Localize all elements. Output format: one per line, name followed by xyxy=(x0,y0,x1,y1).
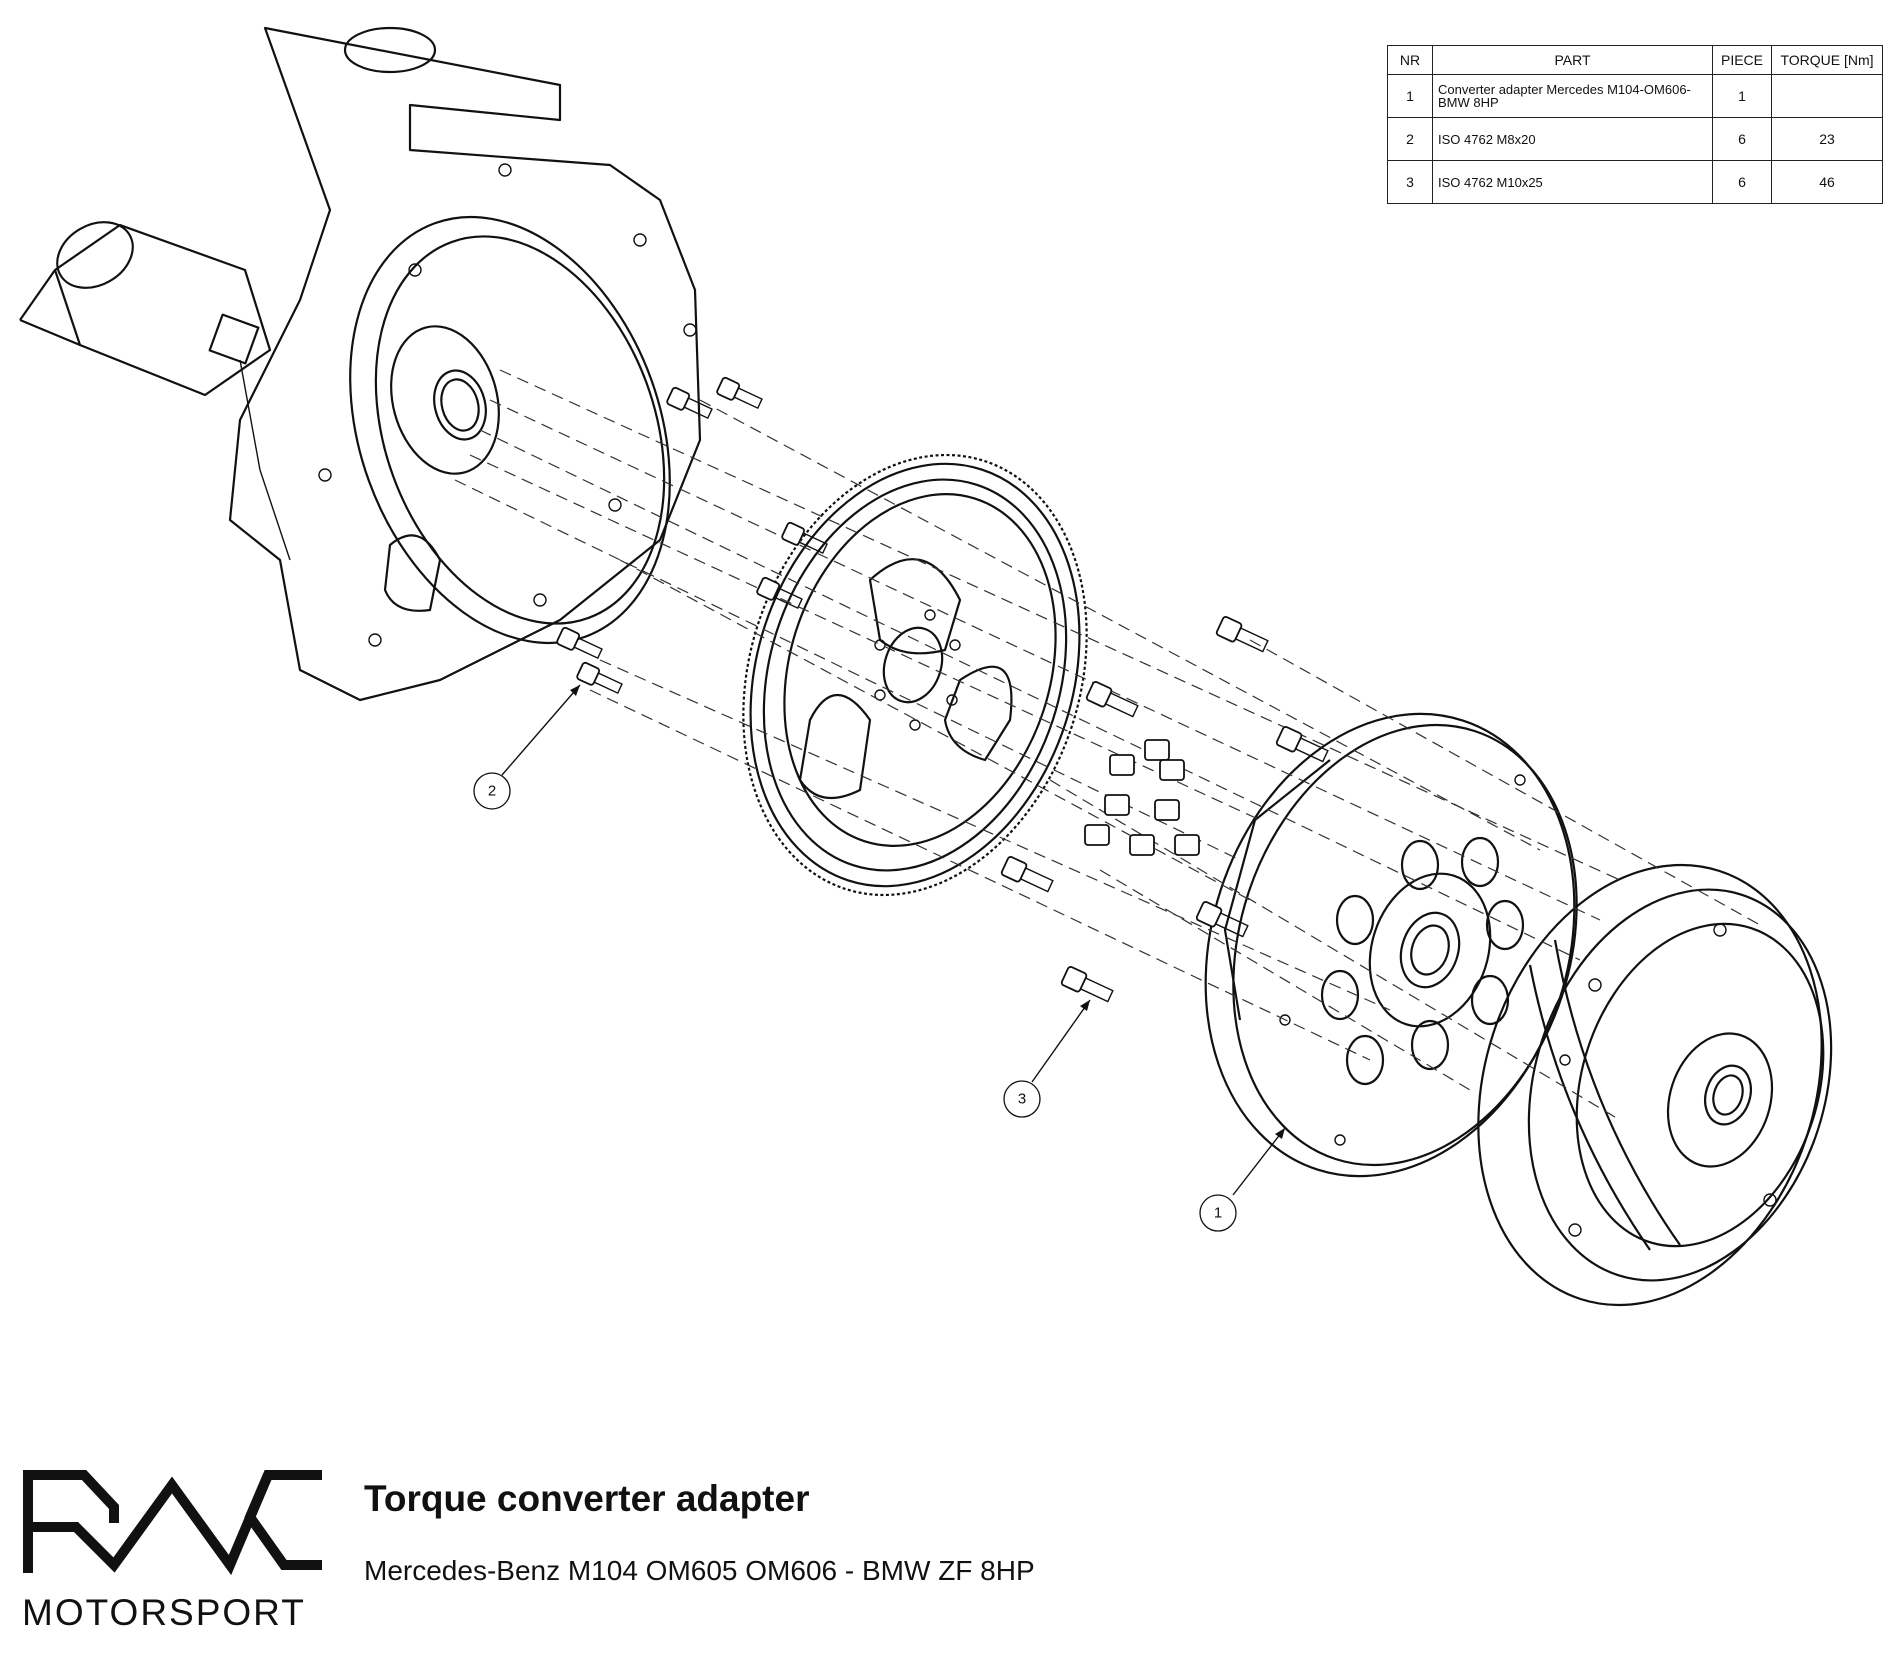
page-subtitle: Mercedes-Benz M104 OM605 OM606 - BMW ZF … xyxy=(364,1555,1035,1586)
callout-1: 1 xyxy=(1199,1127,1286,1232)
cell-part: ISO 4762 M8x20 xyxy=(1432,117,1713,161)
table-row: 1 Converter adapter Mercedes M104-OM606-… xyxy=(1387,74,1883,118)
alignment-lines xyxy=(454,369,1761,1121)
cell-torque: 46 xyxy=(1771,160,1883,204)
callout-2: 2 xyxy=(473,684,581,810)
callout-label: 3 xyxy=(1018,1091,1026,1108)
page-title: Torque converter adapter xyxy=(364,1478,810,1519)
cell-nr: 1 xyxy=(1387,74,1433,118)
cell-part: Converter adapter Mercedes M104-OM606-BM… xyxy=(1432,74,1713,118)
cell-torque xyxy=(1771,74,1883,118)
converter-adapter-plate xyxy=(1204,712,1578,1178)
header-piece: PIECE xyxy=(1712,45,1772,75)
flexplate-ring-gear xyxy=(742,453,1088,897)
table-row: 3 ISO 4762 M10x25 6 46 xyxy=(1387,160,1883,204)
callout-label: 2 xyxy=(488,783,496,800)
engine-bellhousing xyxy=(19,26,702,702)
cell-torque: 23 xyxy=(1771,117,1883,161)
bill-of-materials-table: NR PART PIECE TORQUE [Nm] 1 Converter ad… xyxy=(1387,45,1883,204)
pmc-logo-mark xyxy=(23,1470,322,1576)
cell-nr: 2 xyxy=(1387,117,1433,161)
table-row: 2 ISO 4762 M8x20 6 23 xyxy=(1387,117,1883,161)
callout-3: 3 xyxy=(1003,999,1091,1118)
header-torque: TORQUE [Nm] xyxy=(1771,45,1883,75)
cell-nr: 3 xyxy=(1387,160,1433,204)
torque-converter xyxy=(1477,863,1833,1307)
header-part: PART xyxy=(1432,45,1713,75)
cell-piece: 1 xyxy=(1712,74,1772,118)
cell-piece: 6 xyxy=(1712,160,1772,204)
cell-piece: 6 xyxy=(1712,117,1772,161)
cell-part: ISO 4762 M10x25 xyxy=(1432,160,1713,204)
brand-wordmark: MOTORSPORT xyxy=(22,1592,306,1633)
callout-label: 1 xyxy=(1214,1205,1222,1222)
header-nr: NR xyxy=(1387,45,1433,75)
bolt-group xyxy=(556,376,1329,1003)
table-header-row: NR PART PIECE TORQUE [Nm] xyxy=(1387,45,1883,75)
